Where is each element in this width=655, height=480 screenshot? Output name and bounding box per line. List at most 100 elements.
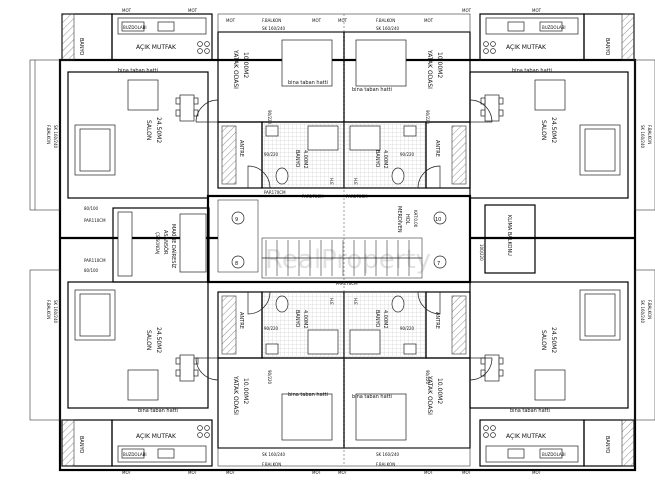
- unit-bottom-right: BUZDOLABI AÇIK MUTFAK MOT MOT BANYO SALO…: [462, 269, 655, 475]
- mot-label: MOT: [338, 18, 348, 23]
- bottom-center-rooms: YATAK ODASI 10.00M2 YATAK ODASI 10.00M2 …: [195, 291, 493, 475]
- bath-area: 4.00M2: [382, 310, 388, 329]
- bath-label: BANYO: [294, 150, 300, 167]
- stair-treads: [262, 240, 422, 276]
- bathroom-label: BANYO: [78, 436, 84, 453]
- floor-line-label: bina taban hatti: [288, 392, 328, 398]
- bedroom-label: YATAK ODASI: [426, 49, 433, 89]
- floor-line-label: bina taban hatti: [138, 408, 178, 414]
- mot-label: MOT: [188, 470, 198, 475]
- sk-label: SK 160/240: [262, 452, 286, 457]
- kitchen-label: AÇIK MUTFAK: [506, 433, 547, 440]
- floor-line-label: bina taban hatti: [512, 68, 552, 74]
- balcony-label: F.BALKON: [376, 18, 395, 23]
- sill-label: PAR110CM: [84, 258, 106, 263]
- floor-line-label: bina taban hatti: [352, 87, 392, 93]
- unit-top-left: BUZDOLABI AÇIK MUTFAK MOT MOT BANYO SALO…: [29, 8, 213, 223]
- door-size: 100/220: [479, 244, 484, 261]
- mot-label: MOT: [122, 470, 132, 475]
- building-core: MAKİNE DAİRESİZ ASANSÖR ÇS SONDAJ 9 8 10…: [112, 190, 536, 286]
- stair-number: 9: [235, 217, 238, 223]
- entry-label: ANTRE: [238, 140, 244, 157]
- mot-label: MOT: [188, 8, 198, 13]
- bedroom-label: YATAK ODASI: [232, 49, 239, 89]
- level-label: KAT:0.00: [413, 210, 418, 228]
- sk-label: SK 160/240: [376, 26, 400, 31]
- top-center-rooms: YATAK ODASI 10.00M2 YATAK ODASI 10.00M2 …: [195, 13, 493, 199]
- mot-label: MOT: [226, 470, 236, 475]
- mot-label: MOT: [312, 470, 322, 475]
- mot-label: MOT: [424, 18, 434, 23]
- sk-label: SK 160/240: [53, 300, 58, 324]
- mot-label: MOT: [532, 8, 542, 13]
- bath-label: BANYO: [294, 310, 300, 327]
- salon-label: SALON: [145, 330, 152, 350]
- door-size: 90/220: [400, 326, 415, 331]
- window-size: 80/100: [84, 206, 99, 211]
- salon-label: SALON: [145, 120, 152, 140]
- salon-area: 24.50M2: [550, 117, 557, 143]
- bath-label: BANYO: [374, 150, 380, 167]
- door-size: 90/220: [425, 110, 430, 125]
- balcony-label: F.BALKON: [262, 18, 281, 23]
- mot-label: MOT: [226, 18, 236, 23]
- entry-label: ANTRE: [434, 312, 440, 329]
- fridge-label: BUZDOLABI: [542, 25, 566, 30]
- floor-line-label: bina taban hatti: [352, 394, 392, 400]
- balcony-label: F.BALKON: [46, 300, 51, 319]
- balcony-label: F.BALKON: [376, 462, 395, 467]
- watermark: RealProperty: [265, 245, 431, 275]
- stair-number: 10: [435, 217, 441, 223]
- hvac-label: H.E: [329, 298, 334, 305]
- elevator-label-2: ASANSÖR: [162, 230, 169, 255]
- sill-label: PAR170CM: [336, 281, 358, 286]
- mot-label: MOT: [338, 470, 348, 475]
- bedroom-area: 10.00M2: [436, 52, 443, 78]
- sk-label: SK 160/240: [640, 125, 645, 149]
- door-size: 90/220: [267, 370, 272, 385]
- kitchen-label: AÇIK MUTFAK: [136, 44, 177, 51]
- elevator-label: MAKİNE DAİRESİZ: [170, 224, 177, 269]
- stair-number: 7: [437, 261, 440, 267]
- bath-area: 4.00M2: [302, 150, 308, 169]
- mot-label: MOT: [462, 8, 472, 13]
- bedroom-area: 10.00M2: [242, 52, 249, 78]
- sill-label: PAR110CM: [84, 218, 106, 223]
- ac-balcony-label: KLIMA BALKONU: [506, 215, 512, 256]
- salon-area: 24.50M2: [155, 327, 162, 353]
- hall-label: MERDİVEN: [396, 206, 403, 233]
- door-size: 90/220: [264, 326, 279, 331]
- mot-label: MOT: [532, 470, 542, 475]
- bathroom-label: BANYO: [78, 38, 84, 55]
- floor-line-label: bina taban hatti: [510, 408, 550, 414]
- sk-label: SK 160/240: [53, 125, 58, 149]
- shaft-label: ÇS SONDAJ: [155, 232, 160, 254]
- fridge-label: BUZDOLABI: [123, 25, 147, 30]
- door-size: 90/220: [267, 110, 272, 125]
- balcony-label: F.BALKON: [647, 125, 652, 144]
- hvac-label: H.E: [329, 178, 334, 185]
- salon-area: 24.50M2: [155, 117, 162, 143]
- entry-label: ANTRE: [434, 140, 440, 157]
- bedroom-label: YATAK ODASI: [232, 375, 239, 415]
- fridge-label: BUZDOLABI: [123, 452, 147, 457]
- sk-label: SK 160/240: [376, 452, 400, 457]
- mot-label: MOT: [462, 470, 472, 475]
- salon-label: SALON: [540, 120, 547, 140]
- door-size: 90/220: [264, 152, 279, 157]
- floor-line-label: bina taban hatti: [288, 80, 328, 86]
- fridge-label: BUZDOLABI: [542, 452, 566, 457]
- bedroom-area: 10.00M2: [436, 378, 443, 404]
- bedroom-area: 10.00M2: [242, 378, 249, 404]
- mot-label: MOT: [122, 8, 132, 13]
- balcony-label: F.BALKON: [647, 300, 652, 319]
- unit-top-right: BUZDOLABI AÇIK MUTFAK MOT MOT BANYO SALO…: [462, 8, 655, 211]
- hvac-label: H.E: [353, 178, 358, 185]
- balcony-label: F.BALKON: [262, 462, 281, 467]
- bath-area: 4.00M2: [382, 150, 388, 169]
- unit-bottom-left: BUZDOLABI AÇIK MUTFAK MOT MOT BANYO SALO…: [29, 258, 213, 475]
- bath-label: BANYO: [374, 310, 380, 327]
- mot-label: MOT: [312, 18, 322, 23]
- bath-area: 4.00M2: [302, 310, 308, 329]
